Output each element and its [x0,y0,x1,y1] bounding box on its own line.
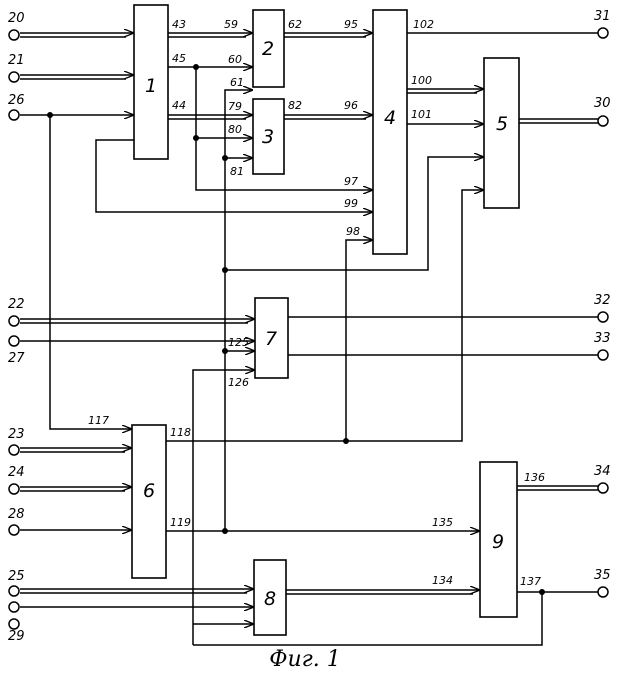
block-5: 5 [484,58,519,208]
block-1: 1 [134,5,168,159]
terminal-33-label: 33 [594,331,611,346]
block-4-label: 4 [384,107,396,129]
line-label-118: 118 [170,426,191,439]
wire-126 [193,370,255,645]
terminal-31-label: 31 [594,9,611,24]
block-8-label: 8 [264,588,276,610]
terminal-20: 20 [8,11,25,40]
line-label-82: 82 [288,99,302,112]
block-5-label: 5 [496,113,508,135]
terminal-24-label: 24 [8,465,25,480]
line-label-117: 117 [88,414,109,427]
line-label-44: 44 [172,99,186,112]
line-label-96: 96 [344,99,358,112]
line-label-137: 137 [520,575,541,588]
wire-20-to-1 [20,33,134,37]
wire-118 [166,190,484,441]
block-7: 7 [255,298,288,378]
line-label-100: 100 [411,74,432,87]
line-label-79: 79 [228,100,242,113]
line-label-125: 125 [228,336,249,349]
wire-44-79 [168,115,253,119]
line-label-99: 99 [344,197,358,210]
line-label-59: 59 [224,18,238,31]
line-label-98: 98 [346,225,360,238]
block-1-label: 1 [145,75,157,97]
terminal-26-label: 26 [8,93,25,108]
terminal-21: 21 [8,53,25,82]
block-3: 3 [253,99,284,174]
line-label-80: 80 [228,123,242,136]
line-label-43: 43 [172,18,186,31]
terminal-28-label: 28 [8,507,25,522]
block-6: 6 [132,425,166,578]
wire-26 [20,115,134,429]
block-7-label: 7 [265,328,277,350]
wire-62-95 [284,33,373,37]
terminal-30: 30 [594,96,611,126]
terminal-25: 25 [8,569,25,596]
line-label-134: 134 [432,574,453,587]
block-8: 8 [254,560,286,635]
block-2-label: 2 [262,38,274,60]
wire-5-30 [519,119,598,123]
terminal-21-label: 21 [8,53,25,68]
terminal-23: 23 [8,427,25,455]
figure-caption: Фиг. 1 [269,647,341,672]
terminal-unlabeled [9,602,19,612]
wire-119-bus [166,90,484,531]
line-label-81: 81 [230,165,244,178]
terminal-22: 22 [8,297,25,326]
terminal-24: 24 [8,465,25,494]
terminal-34-label: 34 [594,464,611,479]
block-2: 2 [253,10,284,87]
junction-dots [47,64,545,595]
line-label-135: 135 [432,516,453,529]
line-label-61: 61 [230,76,244,89]
block-9: 9 [480,462,517,617]
terminal-35-label: 35 [594,568,611,583]
line-label-119: 119 [170,516,191,529]
wire-100 [407,89,484,93]
terminal-30-label: 30 [594,96,611,111]
line-label-102: 102 [413,18,434,31]
terminal-20-label: 20 [8,11,25,26]
line-label-95: 95 [344,18,358,31]
wire-134 [286,590,480,594]
wire-25-8 [20,589,254,593]
terminal-25-label: 25 [8,569,25,584]
terminal-34: 34 [594,464,611,493]
terminal-26: 26 [8,93,25,120]
block-4: 4 [373,10,407,254]
wire-21-to-1 [20,75,134,79]
wire-82-96 [284,115,373,119]
line-label-101: 101 [411,108,432,121]
wire-22-7 [20,319,255,323]
wire-43-59 [168,33,253,37]
block-6-label: 6 [143,480,155,502]
wire-136-34 [517,486,598,490]
line-label-97: 97 [344,175,358,188]
block-3-label: 3 [262,126,274,148]
line-label-60: 60 [228,53,242,66]
terminal-23-label: 23 [8,427,25,442]
line-label-62: 62 [288,18,302,31]
terminal-29: 29 [8,619,25,644]
wire-23-6 [20,448,132,452]
terminal-28: 28 [8,507,25,535]
line-label-136: 136 [524,471,545,484]
line-label-126: 126 [228,376,249,389]
terminal-29-label: 29 [8,629,25,644]
terminal-32-label: 32 [594,293,611,308]
terminal-27-label: 27 [8,351,25,366]
wire-24-6 [20,487,132,491]
line-label-45: 45 [172,52,186,65]
terminal-22-label: 22 [8,297,25,312]
block-9-label: 9 [492,531,504,553]
